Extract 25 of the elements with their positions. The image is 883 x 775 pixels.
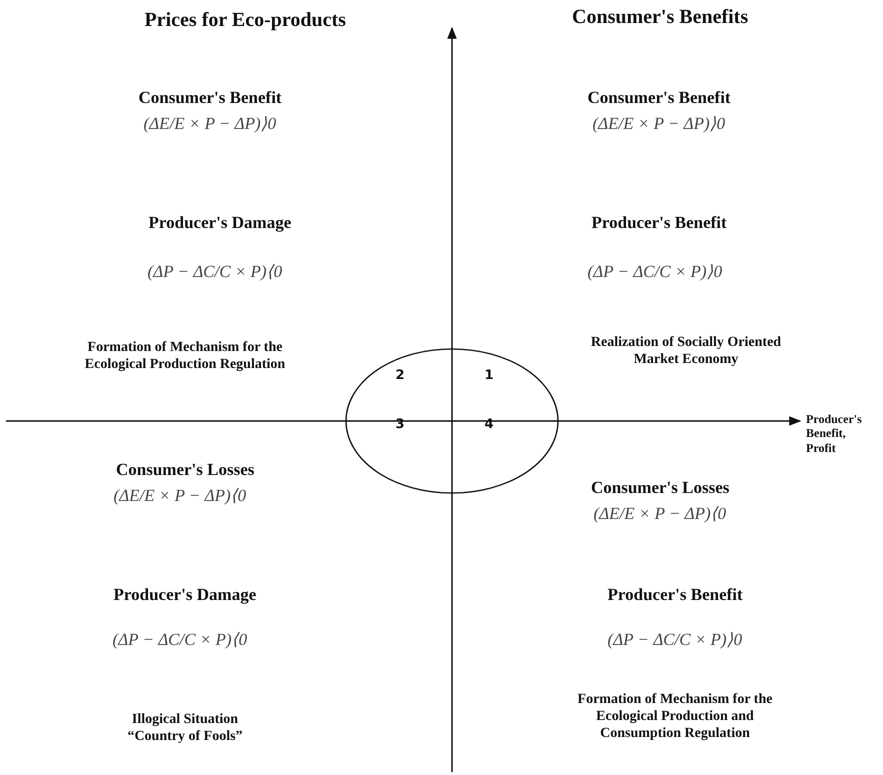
- heading: Producer's Benefit: [608, 585, 743, 606]
- heading: Producer's Damage: [114, 585, 256, 606]
- heading: Consumer's Benefit: [588, 88, 731, 108]
- formula: (ΔP − ΔC/C × P)⟩0: [608, 630, 742, 650]
- axis-title: Consumer's Benefits: [572, 5, 748, 29]
- formula: (ΔE/E × P − ΔP)⟩0: [592, 114, 726, 134]
- caption-text: Formation of Mechanism for the Ecological Production and Consumption Regulation: [576, 692, 774, 742]
- axis-title: Prices for Eco-products: [144, 8, 346, 32]
- heading: Consumer's Losses: [116, 460, 254, 480]
- formula: (ΔP − ΔC/C × P)⟩0: [588, 262, 722, 282]
- formula: (ΔE/E × P − ΔP)⟨0: [594, 504, 726, 524]
- formula: (ΔP − ΔC/C × P)⟨0: [148, 262, 282, 282]
- formula: (ΔE/E × P − ΔP)⟩0: [144, 114, 276, 134]
- caption-text: Realization of Socially Oriented Market Economy: [590, 335, 782, 369]
- formula: (ΔE/E × P − ΔP)⟨0: [114, 486, 246, 506]
- heading: Producer's Damage: [148, 213, 292, 234]
- caption-text: Formation of Mechanism for the Ecological Production Regulation: [84, 340, 286, 374]
- quadrant-number: 1: [484, 368, 494, 384]
- heading: Consumer's Losses: [591, 478, 730, 498]
- caption-text: Illogical Situation “Country of Fools”: [126, 712, 244, 746]
- heading: Consumer's Benefit: [138, 88, 282, 108]
- formula: (ΔP − ΔC/C × P)⟨0: [112, 630, 248, 650]
- quadrant-number: 2: [396, 368, 405, 384]
- heading: Producer's Benefit: [592, 213, 727, 234]
- axis-label: Producer's Benefit, Profit: [806, 412, 863, 456]
